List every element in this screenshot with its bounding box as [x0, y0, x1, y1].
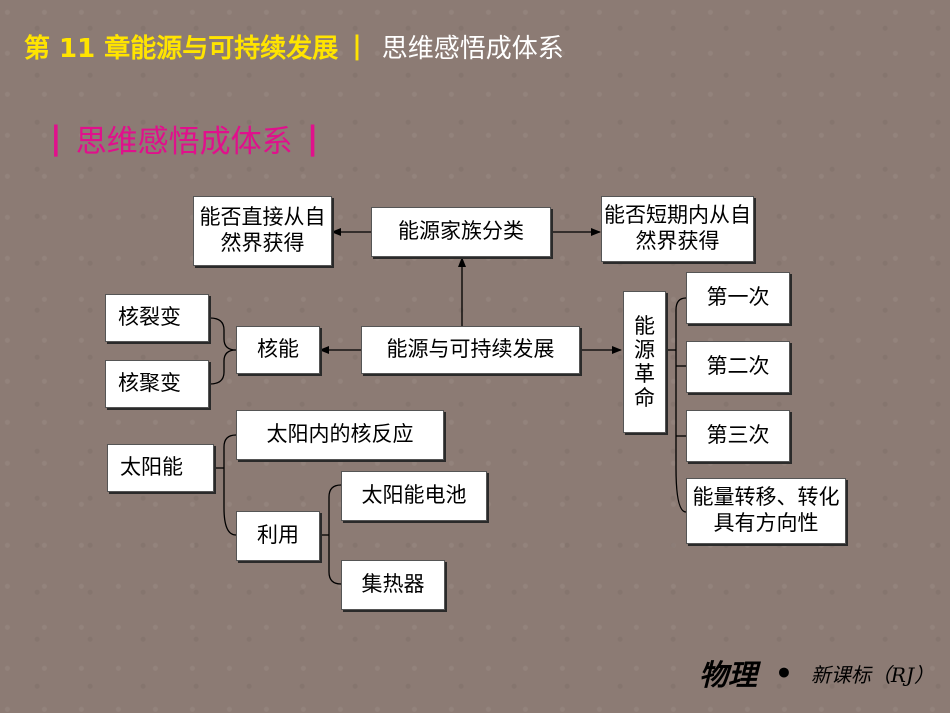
- bracket-nuclear: [209, 317, 237, 385]
- footer-subject: 物理: [699, 658, 758, 692]
- box-second: 第二次: [686, 341, 790, 393]
- box-use: 利用: [236, 511, 320, 561]
- box-direct: 能否直接从自然界获得: [193, 196, 332, 266]
- box-short-term: 能否短期内从自然界获得: [601, 196, 754, 262]
- section-title: | 思维感悟成体系 |: [50, 116, 332, 160]
- revolution-char-3: 革: [634, 362, 655, 386]
- revolution-char-1: 能: [634, 313, 655, 338]
- section-bar-left: |: [50, 119, 62, 157]
- header-section: 思维感悟成体系: [381, 33, 564, 64]
- footer-dot: •: [775, 656, 793, 690]
- slide-header: 第 11 章能源与可持续发展 | 思维感悟成体系: [24, 26, 564, 66]
- section-title-text: 思维感悟成体系: [75, 123, 293, 160]
- box-fusion: 核聚变: [105, 360, 209, 408]
- box-solar: 太阳能: [107, 444, 214, 492]
- box-first: 第一次: [686, 272, 790, 324]
- footer-edition: 新课标（RJ）: [810, 662, 934, 687]
- revolution-char-4: 命: [634, 386, 655, 411]
- box-collector: 集热器: [341, 560, 445, 610]
- box-nuclear: 核能: [236, 326, 320, 374]
- box-sun-reaction: 太阳内的核反应: [236, 410, 444, 460]
- header-separator: |: [352, 31, 362, 61]
- box-fission: 核裂变: [105, 294, 209, 342]
- chapter-title: 第 11 章能源与可持续发展: [24, 33, 339, 64]
- box-family: 能源家族分类: [371, 207, 551, 257]
- bracket-revolution: [675, 297, 687, 513]
- footer: 物理 • 新课标（RJ）: [699, 653, 934, 693]
- box-third: 第三次: [686, 410, 790, 462]
- box-direction: 能量转移、转化具有方向性: [686, 478, 846, 544]
- revolution-char-2: 源: [634, 337, 655, 362]
- section-bar-right: |: [306, 119, 319, 157]
- box-center: 能源与可持续发展: [361, 326, 580, 374]
- bracket-solar: [223, 434, 237, 536]
- bracket-use: [328, 484, 342, 585]
- box-revolution: 能 源 革 命: [623, 291, 666, 433]
- box-solar-cell: 太阳能电池: [341, 471, 487, 521]
